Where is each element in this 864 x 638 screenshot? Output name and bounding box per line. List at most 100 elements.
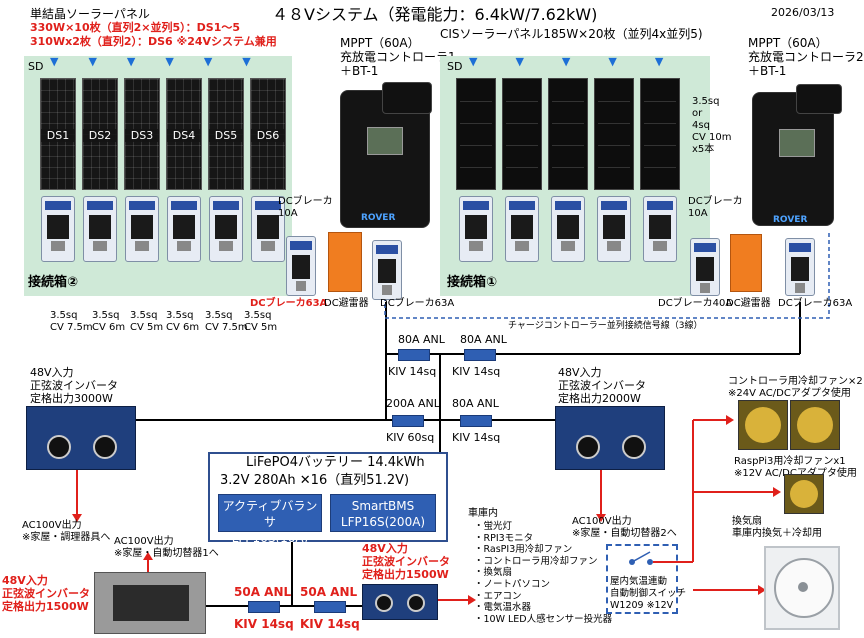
inverter-2000-label: 48V入力 正弦波インバータ 定格出力2000W [558, 366, 646, 405]
inv3000-l3: 定格出力3000W [30, 392, 113, 405]
fuse-mid-right [460, 415, 492, 427]
inv1500a-out1: AC100V出力 [114, 536, 174, 547]
fuse-mid-right-label: 80A ANL [452, 397, 499, 410]
battery-line2: 3.2V 280Ah ✕16（直列51.2V) [220, 473, 410, 488]
left-arrester-label: DC避雷器 [324, 298, 369, 309]
solar-panel-ds6: DS6 [250, 78, 286, 190]
inv3000-l2: 正弦波インバータ [30, 379, 118, 392]
fan2-l2: ※12V AC/DCアダプタ使用 [734, 468, 857, 479]
cable-spec: CV 6m [166, 321, 200, 333]
left-sd-label: SD [28, 60, 44, 73]
solar-panel-ds5: DS5 [208, 78, 244, 190]
dc-breaker-40a [690, 238, 720, 296]
page-title: ４８Vシステム（発電能力：6.4kW/7.62kW) [272, 5, 598, 24]
right-sd-label: SD [447, 60, 463, 73]
fan1-l2: ※24V AC/DCアダプタ使用 [728, 388, 851, 399]
inv1500a-l3: 定格出力1500W [2, 600, 89, 613]
smart-bms: SmartBMS LFP16S(200A) [330, 494, 436, 532]
mppt2-label: MPPT（60A） 充放電コントローラ2 ＋BT-1 [748, 36, 864, 78]
mppt1-l3: ＋BT-1 [340, 64, 379, 78]
inverter-1500a-label: 48V入力 正弦波インバータ 定格出力1500W [2, 574, 90, 613]
left-array-spec2: 310Wx2枚（直列2）：DS6 ※24Vシステム兼用 [30, 35, 277, 48]
note-line: x5本 [692, 144, 715, 155]
bt1-module-2 [796, 84, 842, 114]
solar-panel-ds1: DS1 [40, 78, 76, 190]
breaker-type: DCブレーカ [688, 196, 743, 207]
inverter-2000w [555, 406, 665, 470]
cable-size: 3.5sq [50, 310, 78, 321]
dc-breaker-10a-3 [125, 196, 159, 262]
inv1500b-l3: 定格出力1500W [362, 568, 449, 581]
balancer-l1: アクティブバランサ [222, 499, 318, 529]
cis-panel-3 [548, 78, 588, 190]
note-line: or [692, 108, 703, 119]
dc-breaker-10a-2 [83, 196, 117, 262]
switch-l3: W1209 ※12V [610, 600, 674, 611]
fuse-bot-right [314, 601, 346, 613]
junction-box-2-label: 接続箱② [28, 275, 79, 290]
fuse-mid-left-label: 200A ANL [386, 397, 440, 410]
dc-breaker-10a-5 [209, 196, 243, 262]
cable-size: 3.5sq [166, 310, 194, 321]
load-item: ・換気扇 [474, 567, 513, 579]
dc-breaker-10a-r2 [505, 196, 539, 262]
controller-fan-1 [738, 400, 788, 450]
cis-panel-1 [456, 78, 496, 190]
inv2000-out1: AC100V出力 [572, 516, 632, 527]
mppt1-brand: ROVER [361, 213, 396, 223]
cable-spec: CV 6m [92, 321, 126, 333]
right-cable-note: 3.5sq or 4sq CV 10m x5本 [692, 96, 731, 156]
battery-line1: LiFePO4バッテリー 14.4kWh [246, 455, 425, 470]
wire-mid-right-label: KIV 14sq [452, 431, 501, 444]
inv1500a-l2: 正弦波インバータ [2, 587, 90, 600]
mppt1-l2: 充放電コントローラ1 [340, 50, 456, 64]
cable-size: 3.5sq [205, 310, 233, 321]
fuse-top-left [398, 349, 430, 361]
cable-spec: CV 7.5m [50, 321, 93, 333]
dc-breaker-10a-1 [41, 196, 75, 262]
dc-breaker-10a-r1 [459, 196, 493, 262]
inv1500a-l1: 48V入力 [2, 574, 48, 587]
panel-label: DS5 [209, 129, 243, 142]
cable-size: 3.5sq [130, 310, 158, 321]
mppt2-l1: MPPT（60A） [748, 36, 828, 50]
breaker-rating: 10A [688, 208, 708, 219]
loads-list: ・蛍光灯 ・RPI3モニタ ・RasPI3用冷却ファン ・コントローラ用冷却ファ… [474, 521, 612, 625]
left-array-heading: 単結晶ソーラーパネル [30, 7, 150, 21]
dc-breaker-10a-6 [251, 196, 285, 262]
panel-label: DS1 [41, 129, 75, 142]
load-item: ・RPI3モニタ [474, 532, 534, 544]
dc-arrester-right [730, 234, 762, 292]
solar-panel-ds2: DS2 [82, 78, 118, 190]
inv2000-out2: ※家屋・自動切替器2へ [572, 528, 677, 539]
mppt-controller-2: ROVER [752, 92, 834, 226]
inverter-2000-output: AC100V出力 ※家屋・自動切替器2へ [572, 516, 677, 540]
bms-l2: LFP16S(200A) [340, 515, 426, 529]
inverter-3000-label: 48V入力 正弦波インバータ 定格出力3000W [30, 366, 118, 405]
inverter-3000w [26, 406, 136, 470]
fuse-top-right [464, 349, 496, 361]
right-b63-label: DCブレーカ63A [778, 298, 853, 309]
panel-label: DS3 [125, 129, 159, 142]
dc-breaker-10a-r5 [643, 196, 677, 262]
fan2-l1: RaspPi3用冷却ファンx1 [734, 456, 846, 467]
fuse-top-right-label: 80A ANL [460, 333, 507, 346]
inv2000-l3: 定格出力2000W [558, 392, 641, 405]
junction-box-1-label: 接続箱① [447, 275, 498, 290]
left-breaker-desc: DCブレーカ 10A [278, 196, 333, 220]
panel-label: DS2 [83, 129, 117, 142]
load-item: ・コントローラ用冷却ファン [474, 555, 598, 567]
inv3000-out2: ※家屋・調理器具へ [22, 532, 111, 543]
signal-line-label: チャージコントローラー並列接続信号線（3線） [508, 321, 703, 331]
cis-panel-4 [594, 78, 634, 190]
inverter-1500b-label: 48V入力 正弦波インバータ 定格出力1500W [362, 542, 450, 581]
inv3000-out1: AC100V出力 [22, 520, 82, 531]
load-item: ・エアコン [474, 590, 522, 602]
right-breaker-desc: DCブレーカ 10A [688, 196, 743, 220]
ventilation-fan-icon [764, 546, 840, 630]
inv1500a-out2: ※家屋・自動切替器1へ [114, 548, 219, 559]
